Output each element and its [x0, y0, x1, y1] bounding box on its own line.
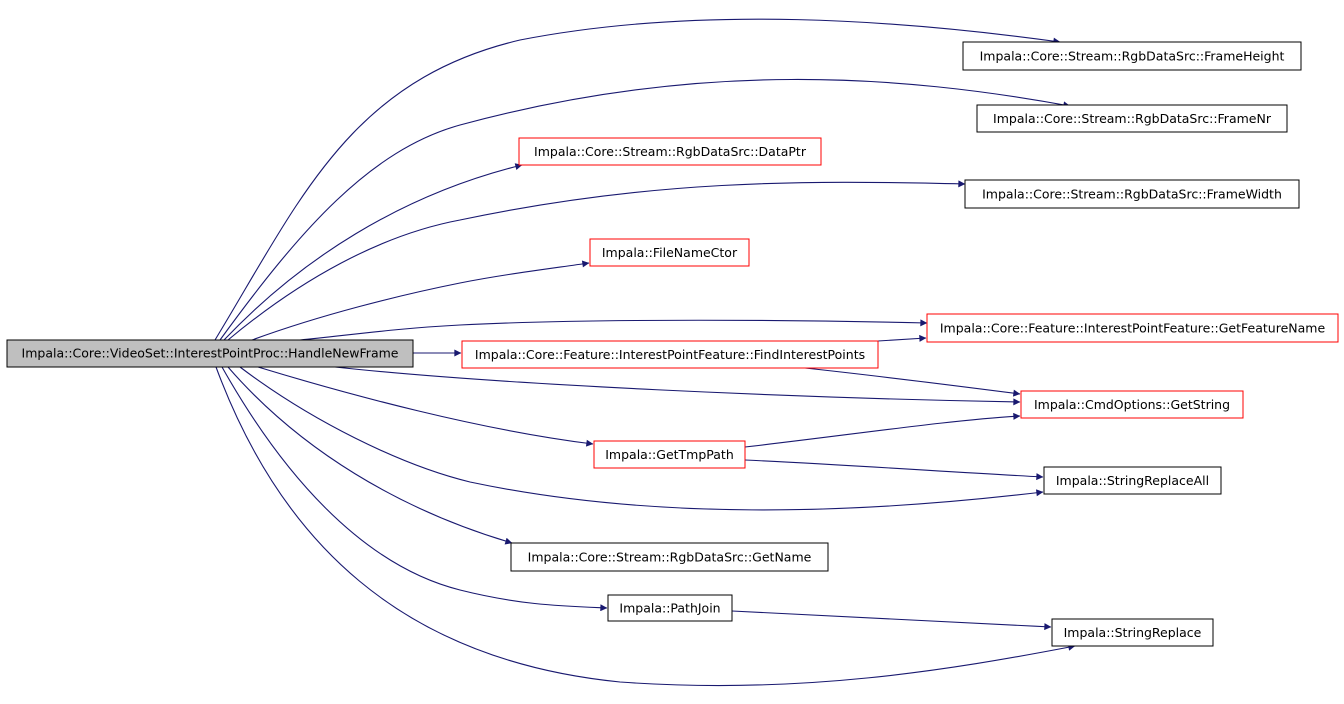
edge-handlenewframe-to-gettmppath — [257, 366, 594, 447]
node-box — [510, 542, 829, 572]
edge-handlenewframe-to-stringreplace — [215, 366, 1076, 687]
node-findinterestpoints[interactable]: Impala::Core::Feature::InterestPointFeat… — [461, 340, 879, 369]
edge-gettmppath-to-stringreplaceall — [744, 459, 1044, 481]
edge-gettmppath-to-getstring — [744, 412, 1021, 448]
node-label: Impala::Core::Stream::RgbDataSrc::DataPt… — [534, 144, 807, 159]
node-gettmppath[interactable]: Impala::GetTmpPath — [593, 440, 746, 469]
node-box — [461, 340, 879, 369]
node-box — [593, 440, 746, 469]
node-box — [964, 179, 1300, 209]
node-label: Impala::CmdOptions::GetString — [1034, 397, 1230, 412]
node-framenr[interactable]: Impala::Core::Stream::RgbDataSrc::FrameN… — [976, 104, 1288, 133]
node-label: Impala::Core::Stream::RgbDataSrc::FrameN… — [993, 111, 1272, 126]
edge-handlenewframe-to-pathjoin — [221, 366, 608, 612]
edges — [214, 18, 1076, 687]
node-label: Impala::Core::Feature::InterestPointFeat… — [940, 321, 1326, 336]
node-frameheight[interactable]: Impala::Core::Stream::RgbDataSrc::FrameH… — [962, 41, 1302, 71]
node-framewidth[interactable]: Impala::Core::Stream::RgbDataSrc::FrameW… — [964, 179, 1300, 209]
node-pathjoin[interactable]: Impala::PathJoin — [607, 594, 733, 622]
node-label: Impala::Core::Stream::RgbDataSrc::GetNam… — [528, 550, 812, 565]
edge-findinterestpoints-to-getfeaturename — [877, 334, 927, 342]
node-stringreplaceall[interactable]: Impala::StringReplaceAll — [1043, 466, 1222, 495]
node-label: Impala::StringReplace — [1064, 625, 1202, 640]
node-filenamector[interactable]: Impala::FileNameCtor — [589, 238, 750, 267]
edge-handlenewframe-to-stringreplaceall — [239, 366, 1044, 511]
edge-handlenewframe-to-framewidth — [227, 180, 966, 341]
node-box — [1051, 618, 1214, 647]
edge-handlenewframe-to-getfeaturename — [299, 319, 928, 341]
node-label: Impala::PathJoin — [619, 601, 720, 616]
node-getstring[interactable]: Impala::CmdOptions::GetString — [1020, 390, 1244, 419]
root-node-label: Impala::Core::VideoSet::InterestPointPro… — [22, 346, 399, 361]
node-label: Impala::GetTmpPath — [605, 447, 734, 462]
node-box — [607, 594, 733, 622]
node-getfeaturename[interactable]: Impala::Core::Feature::InterestPointFeat… — [926, 313, 1339, 343]
node-stringreplace[interactable]: Impala::StringReplace — [1051, 618, 1214, 647]
node-label: Impala::Core::Stream::RgbDataSrc::FrameW… — [982, 187, 1282, 202]
node-label: Impala::Core::Feature::InterestPointFeat… — [475, 347, 865, 362]
node-label: Impala::Core::Stream::RgbDataSrc::FrameH… — [980, 49, 1285, 64]
edge-handlenewframe-to-filenamector — [251, 260, 590, 341]
node-box — [589, 238, 750, 267]
edge-findinterestpoints-to-getstring — [804, 367, 1021, 397]
edge-handlenewframe-to-frameheight — [214, 18, 1061, 341]
edge-handlenewframe-to-getstring — [334, 366, 1021, 406]
edge-pathjoin-to-stringreplace — [731, 610, 1052, 631]
node-getname[interactable]: Impala::Core::Stream::RgbDataSrc::GetNam… — [510, 542, 829, 572]
root-node[interactable]: Impala::Core::VideoSet::InterestPointPro… — [6, 339, 414, 368]
node-box — [962, 41, 1302, 71]
root-node-box — [6, 339, 414, 368]
node-label: Impala::FileNameCtor — [602, 245, 738, 260]
node-label: Impala::StringReplaceAll — [1056, 473, 1209, 488]
node-box — [926, 313, 1339, 343]
edge-handlenewframe-to-dataptr — [223, 163, 523, 341]
node-box — [1043, 466, 1222, 495]
node-dataptr[interactable]: Impala::Core::Stream::RgbDataSrc::DataPt… — [518, 137, 822, 166]
edge-handlenewframe-to-getname — [227, 366, 513, 545]
node-box — [976, 104, 1288, 133]
node-box — [1020, 390, 1244, 419]
node-box — [518, 137, 822, 166]
edge-handlenewframe-to-framenr — [219, 78, 1071, 341]
